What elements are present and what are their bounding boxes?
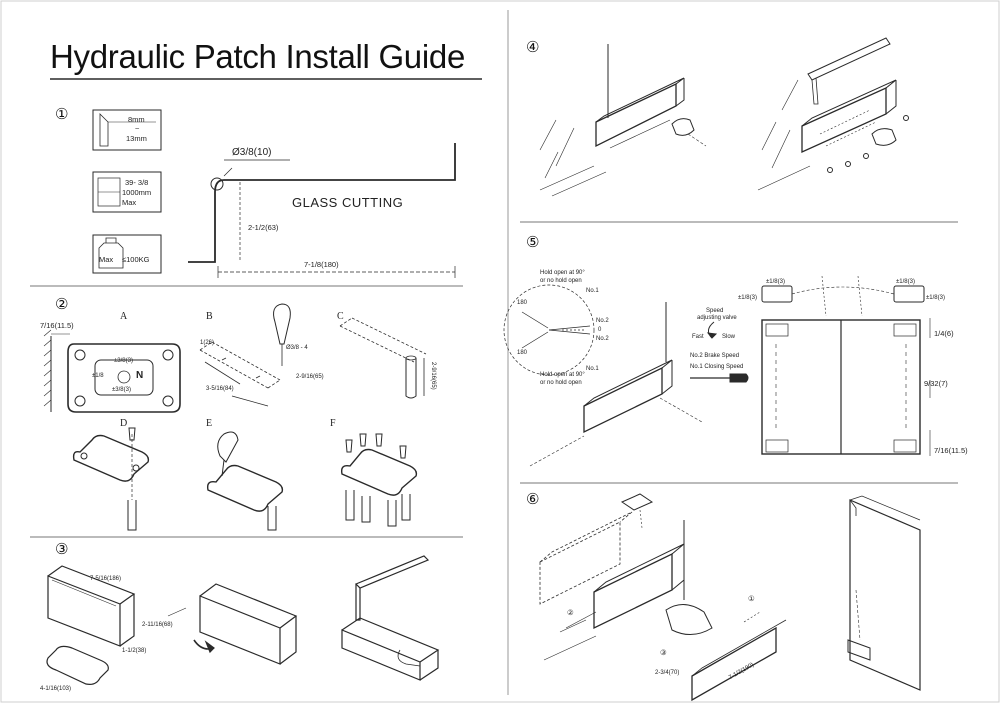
sub-step-2: ② <box>567 608 574 617</box>
no1-top-label: No.1 <box>586 288 599 294</box>
plate-dim-top: ±3/8(3) <box>114 358 133 364</box>
panel-label-a: A <box>120 311 128 322</box>
step3-box-2 <box>167 583 298 665</box>
fast-label: Fast <box>692 334 704 340</box>
step4-install-b <box>757 37 909 191</box>
no1-bottom-label: No.1 <box>586 366 599 372</box>
top-left-tol-a: ±1/8(3) <box>766 279 785 285</box>
patch-depth-label: 1-1/2(38) <box>122 648 147 654</box>
plate-dim-bottom: ±3/8(3) <box>112 387 131 393</box>
step-number-6: ⑥ <box>526 490 540 508</box>
step-number-5: ⑤ <box>526 233 540 251</box>
door-width-label-2: 1000mm <box>122 188 152 197</box>
cover-height-label: 2-3/4(70) <box>655 670 680 676</box>
step-number-2: ② <box>55 295 69 313</box>
drill-dim-3: 2-9/16(65) <box>296 374 324 380</box>
hold-open-top-sub: or no hold open <box>540 278 582 284</box>
step2-wall-plate-a <box>43 329 181 413</box>
zero-label: 0 <box>598 327 602 333</box>
slow-label: Slow <box>722 334 736 340</box>
step2-bore-c <box>339 317 427 399</box>
drill-dim-2: 3-5/16(84) <box>206 386 234 392</box>
patch-length-label: 7-5/16(186) <box>90 576 122 582</box>
no2-top-label: No.2 <box>596 318 609 324</box>
step-number-3: ③ <box>55 540 69 558</box>
step5-closer-drawing <box>529 302 749 467</box>
side-gap-top: 1/4(6) <box>934 329 954 338</box>
top-left-tol-b: ±1/8(3) <box>738 295 757 301</box>
panel-label-c: C <box>337 311 344 322</box>
hole-diameter-label: Ø3/8(10) <box>232 147 272 158</box>
brake-speed-label: No.2 Brake Speed <box>690 353 740 359</box>
cut-width-label: 7-1/8(180) <box>304 260 339 269</box>
step1-glass-cutting-drawing <box>188 143 456 278</box>
top-right-tol-a: ±1/8(3) <box>896 279 915 285</box>
step5-swing-diagram <box>503 284 595 376</box>
step5-door-elevation <box>761 275 931 456</box>
step6-assembly-drawing <box>539 493 787 702</box>
glass-thickness-max: 13mm <box>126 134 147 143</box>
glass-thickness-sep: ~ <box>135 124 140 133</box>
step2-plate-e <box>206 431 284 531</box>
angle-180-top: 180 <box>517 300 528 306</box>
no2-bottom-label: No.2 <box>596 336 609 342</box>
drill-dim-1: 1(26) <box>200 340 215 346</box>
speed-valve-label-2: adjusting valve <box>697 315 737 321</box>
cut-height-label: 2-1/2(63) <box>248 223 279 232</box>
speed-valve-label-1: Speed <box>706 308 724 314</box>
side-gap-middle: 9/32(7) <box>924 379 948 388</box>
sub-step-1: ① <box>748 594 755 603</box>
door-width-label-1: 39- 3/8 <box>125 178 149 187</box>
bore-depth-label: 2-9/16(65) <box>430 362 436 390</box>
step2-plate-d <box>72 427 150 531</box>
plate-n-mark: N <box>136 370 144 381</box>
panel-label-d: D <box>120 418 128 429</box>
panel-label-f: F <box>330 418 336 429</box>
angle-180-bottom: 180 <box>517 350 528 356</box>
step-number-1: ① <box>55 105 69 123</box>
plate-dim-left: ±1/8 <box>92 373 104 379</box>
step3-box-3 <box>341 555 440 681</box>
sub-step-3: ③ <box>660 648 667 657</box>
closing-speed-label: No.1 Closing Speed <box>690 364 744 370</box>
step2-drill-b <box>199 303 291 407</box>
step-number-4: ④ <box>526 38 540 56</box>
step2-plate-f <box>340 433 418 527</box>
glass-thickness-min: 8mm <box>128 115 145 124</box>
top-right-tol-b: ±1/8(3) <box>926 295 945 301</box>
weight-value-label: ≤100KG <box>122 255 150 264</box>
page-title: Hydraulic Patch Install Guide <box>50 38 465 75</box>
panel-label-b: B <box>206 311 213 322</box>
hold-open-bottom: Hold open at 90° <box>540 372 585 378</box>
step3-box-1 <box>46 565 136 685</box>
hold-open-bottom-sub: or no hold open <box>540 380 582 386</box>
side-gap-bottom: 7/16(11.5) <box>934 446 968 455</box>
patch-height-label: 2-11/16(68) <box>142 622 173 628</box>
step1-spec-boxes <box>92 109 162 274</box>
weight-max-label: Max <box>99 255 114 264</box>
base-width-label: 4-1/16(103) <box>40 686 72 692</box>
step6-finished-door <box>847 495 921 691</box>
step4-install-a <box>539 44 707 197</box>
hold-open-top: Hold open at 90° <box>540 270 585 276</box>
glass-cutting-label: GLASS CUTTING <box>292 195 404 210</box>
panel-label-e: E <box>206 418 213 429</box>
drill-size-label: Ø3/8 - 4 <box>286 345 308 351</box>
wall-offset-label: 7/16(11.5) <box>40 321 74 330</box>
door-width-label-3: Max <box>122 198 137 207</box>
